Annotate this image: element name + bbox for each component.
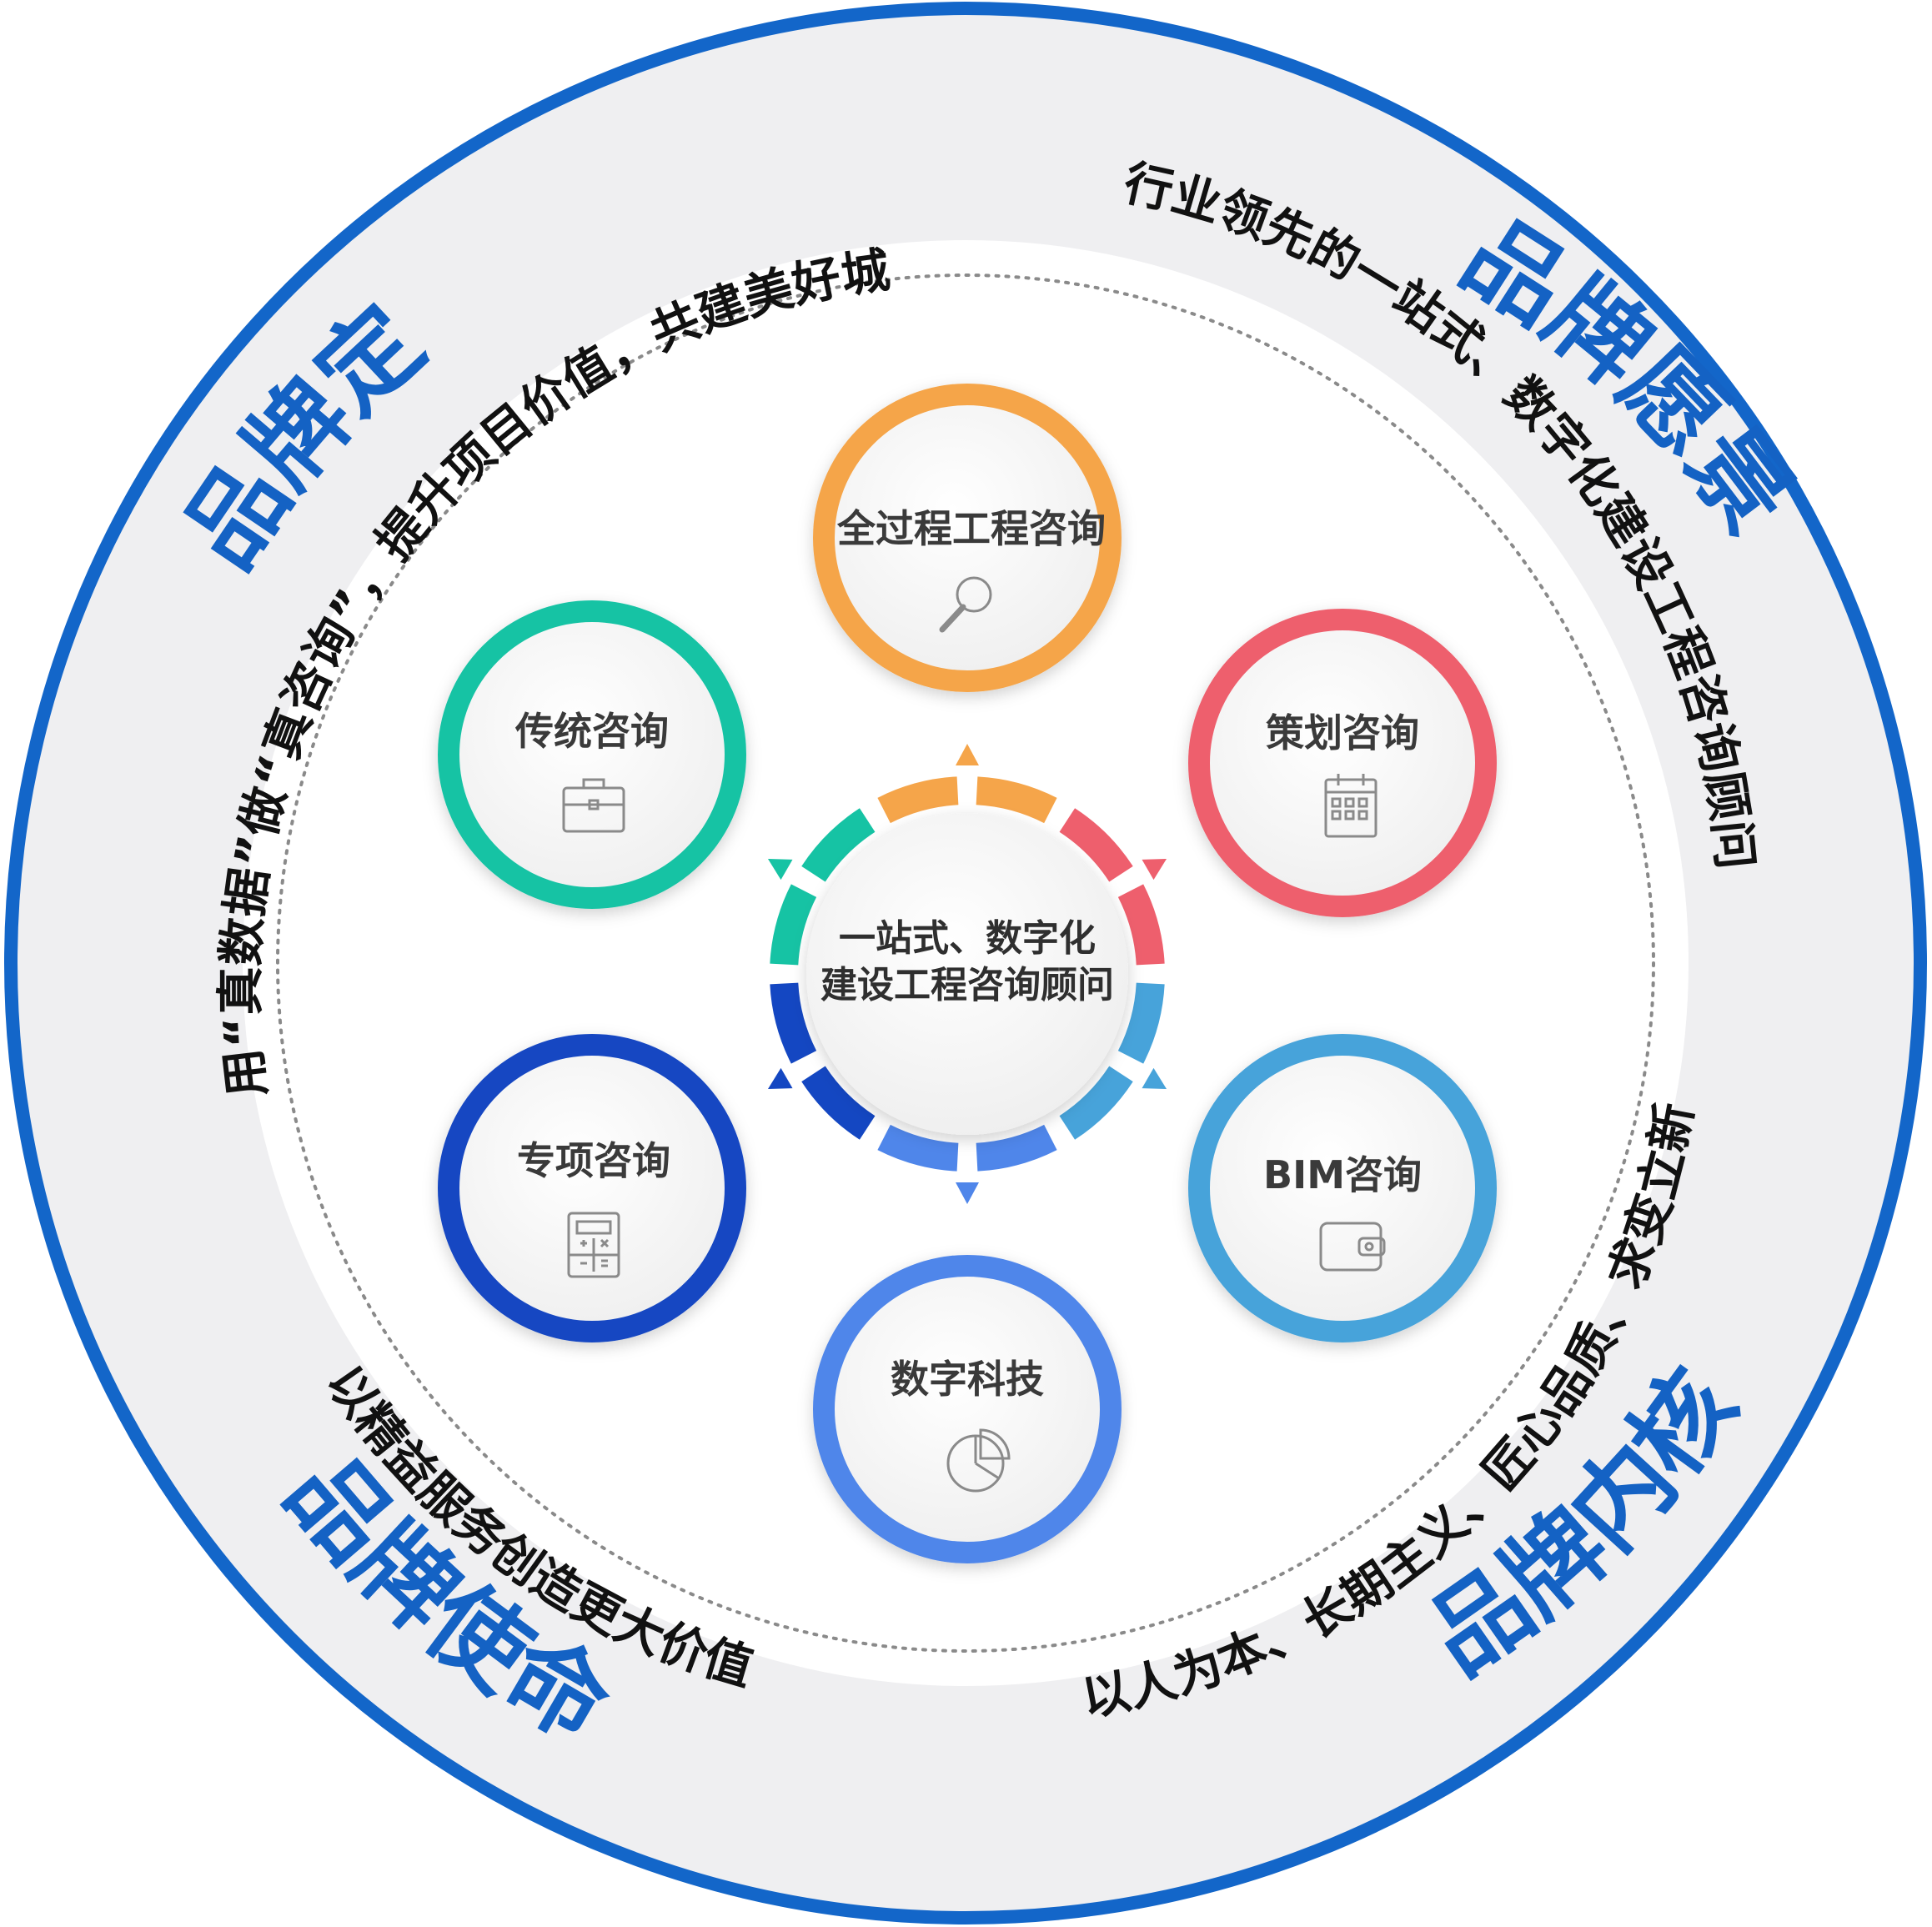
node-label: 传统咨询 [514,709,669,754]
pie-chart-icon [946,1428,1011,1493]
node-digital-tech[interactable]: 数字科技 [813,1255,1122,1563]
center-line-2: 建设工程咨询顾问 [820,964,1114,1006]
node-label: 策划咨询 [1266,710,1419,755]
wallet-icon [1319,1222,1386,1272]
hub-ring-segment [770,884,817,966]
node-full-process[interactable]: 全过程工程咨询 [813,384,1122,692]
hub-ring-segment [1059,808,1133,882]
hub-ring-segment [801,808,876,882]
hub-arrow-marker [1142,859,1167,881]
center-hub: 一站式、数字化 建设工程咨询顾问 [806,813,1128,1135]
hub-ring-segment [1059,1066,1133,1140]
center-segmented-ring [767,744,1167,1204]
hub-arrow-marker [1142,1067,1167,1089]
hub-arrow-marker [767,1067,793,1089]
hub-ring-segment [1117,982,1165,1064]
node-special[interactable]: 专项咨询 [438,1034,746,1342]
hub-ring-segment [1117,884,1165,966]
hub-ring-segment [770,982,817,1064]
hub-arrow-marker [956,744,979,765]
node-bim[interactable]: BIM咨询 [1188,1034,1497,1342]
calculator-icon [567,1212,620,1278]
node-traditional[interactable]: 传统咨询 [438,600,746,909]
hub-ring-segment [877,776,959,824]
hub-arrow-marker [956,1182,979,1204]
hub-ring-segment [801,1066,876,1140]
node-label: 专项咨询 [517,1138,670,1183]
dotted-ring [276,273,1655,1653]
magnifier-icon [939,576,992,633]
node-label: 数字科技 [891,1357,1044,1402]
node-label: BIM咨询 [1263,1152,1422,1197]
hub-arrow-marker [767,859,793,881]
hub-ring-segment [976,1124,1057,1172]
calendar-icon [1324,774,1377,838]
center-line-1: 一站式、数字化 [839,917,1096,960]
hub-ring-segment [976,776,1057,824]
briefcase-icon [562,778,625,833]
node-label: 全过程工程咨询 [836,506,1106,551]
hub-ring-segment [877,1124,959,1172]
node-planning[interactable]: 策划咨询 [1188,609,1497,917]
service-nodes: 全过程工程咨询 策划咨询 BIM咨询 [438,384,1497,1563]
